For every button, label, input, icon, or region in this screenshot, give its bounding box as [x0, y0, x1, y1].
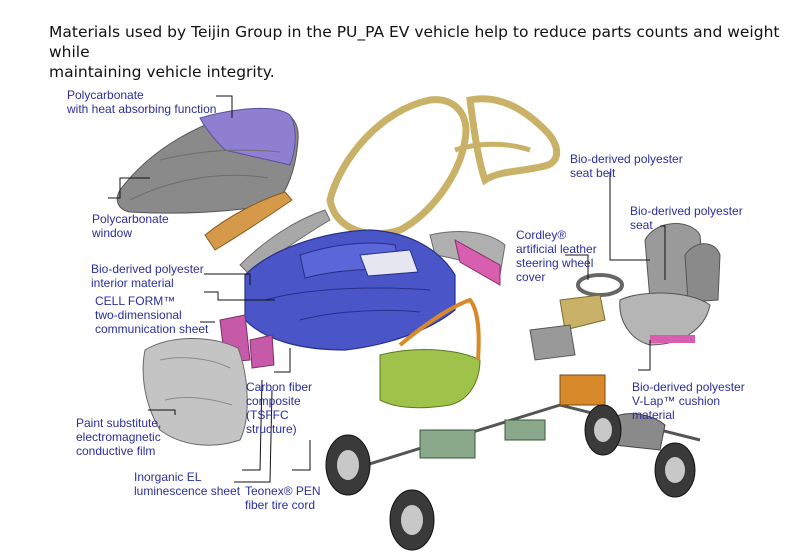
label-bio-seat: Bio-derived polyester seat	[630, 204, 743, 232]
label-line: Polycarbonate	[92, 212, 169, 226]
label-line: material	[632, 408, 675, 422]
roof-frame-part	[326, 95, 561, 238]
label-inorganic-el: Inorganic EL luminescence sheet	[134, 470, 240, 498]
label-v-lap: Bio-derived polyester V-Lap™ cushion mat…	[632, 380, 745, 422]
label-line: (TSFFC	[246, 408, 289, 422]
label-line: fiber tire cord	[245, 498, 316, 512]
label-line: seat	[630, 218, 653, 232]
figure-caption: Materials used by Teijin Group in the PU…	[49, 22, 789, 82]
body-tub-part	[244, 229, 456, 351]
label-line: window	[92, 226, 133, 240]
door-part	[379, 297, 481, 409]
label-line: interior material	[91, 276, 174, 290]
label-bio-seat-belt: Bio-derived polyester seat belt	[570, 152, 683, 180]
label-line: V-Lap™ cushion	[632, 394, 721, 408]
caption-line-1: Materials used by Teijin Group in the PU…	[49, 23, 780, 61]
label-line: two-dimensional	[95, 308, 182, 322]
side-trim-parts	[204, 191, 506, 286]
label-line: Bio-derived polyester	[632, 380, 745, 394]
label-line: Bio-derived polyester	[570, 152, 683, 166]
label-line: CELL FORM™	[95, 294, 176, 308]
label-line: Carbon fiber	[246, 380, 313, 394]
label-line: structure)	[246, 422, 297, 436]
wheel-parts	[325, 404, 696, 551]
label-line: communication sheet	[95, 322, 209, 336]
label-line: Polycarbonate	[67, 88, 144, 102]
caption-line-2: maintaining vehicle integrity.	[49, 63, 275, 81]
label-polycarbonate-window: Polycarbonate window	[92, 212, 169, 240]
label-line: composite	[246, 394, 301, 408]
label-bio-interior: Bio-derived polyester interior material	[91, 262, 204, 290]
label-line: Bio-derived polyester	[91, 262, 204, 276]
label-line: luminescence sheet	[134, 484, 241, 498]
leader-lines	[108, 95, 666, 483]
label-line: conductive film	[76, 444, 156, 458]
canopy-part	[116, 107, 299, 214]
chassis-part	[349, 374, 701, 472]
steering-assembly-part	[529, 273, 624, 361]
label-line: Inorganic EL	[134, 470, 202, 484]
label-line: Teonex® PEN	[245, 484, 321, 498]
label-line: seat belt	[570, 166, 616, 180]
label-polycarbonate-heat: Polycarbonate with heat absorbing functi…	[67, 88, 216, 116]
label-line: cover	[516, 270, 546, 284]
front-panel-part	[142, 338, 248, 446]
label-line: electromagnetic	[76, 430, 161, 444]
label-line: with heat absorbing function	[67, 102, 217, 116]
label-line: artificial leather	[516, 242, 597, 256]
inner-panel-parts	[219, 314, 275, 369]
label-line: Paint substitute,	[76, 416, 162, 430]
label-line: Bio-derived polyester	[630, 204, 743, 218]
label-teonex: Teonex® PEN fiber tire cord	[245, 484, 321, 512]
label-paint-substitute: Paint substitute, electromagnetic conduc…	[76, 416, 161, 458]
seat-parts	[619, 223, 721, 346]
label-line: steering wheel	[516, 256, 594, 270]
label-cordley: Cordley® artificial leather steering whe…	[516, 228, 597, 284]
label-carbon-fiber: Carbon fiber composite (TSFFC structure)	[246, 380, 312, 436]
label-cell-form: CELL FORM™ two-dimensional communication…	[95, 294, 208, 336]
label-line: Cordley®	[516, 228, 567, 242]
